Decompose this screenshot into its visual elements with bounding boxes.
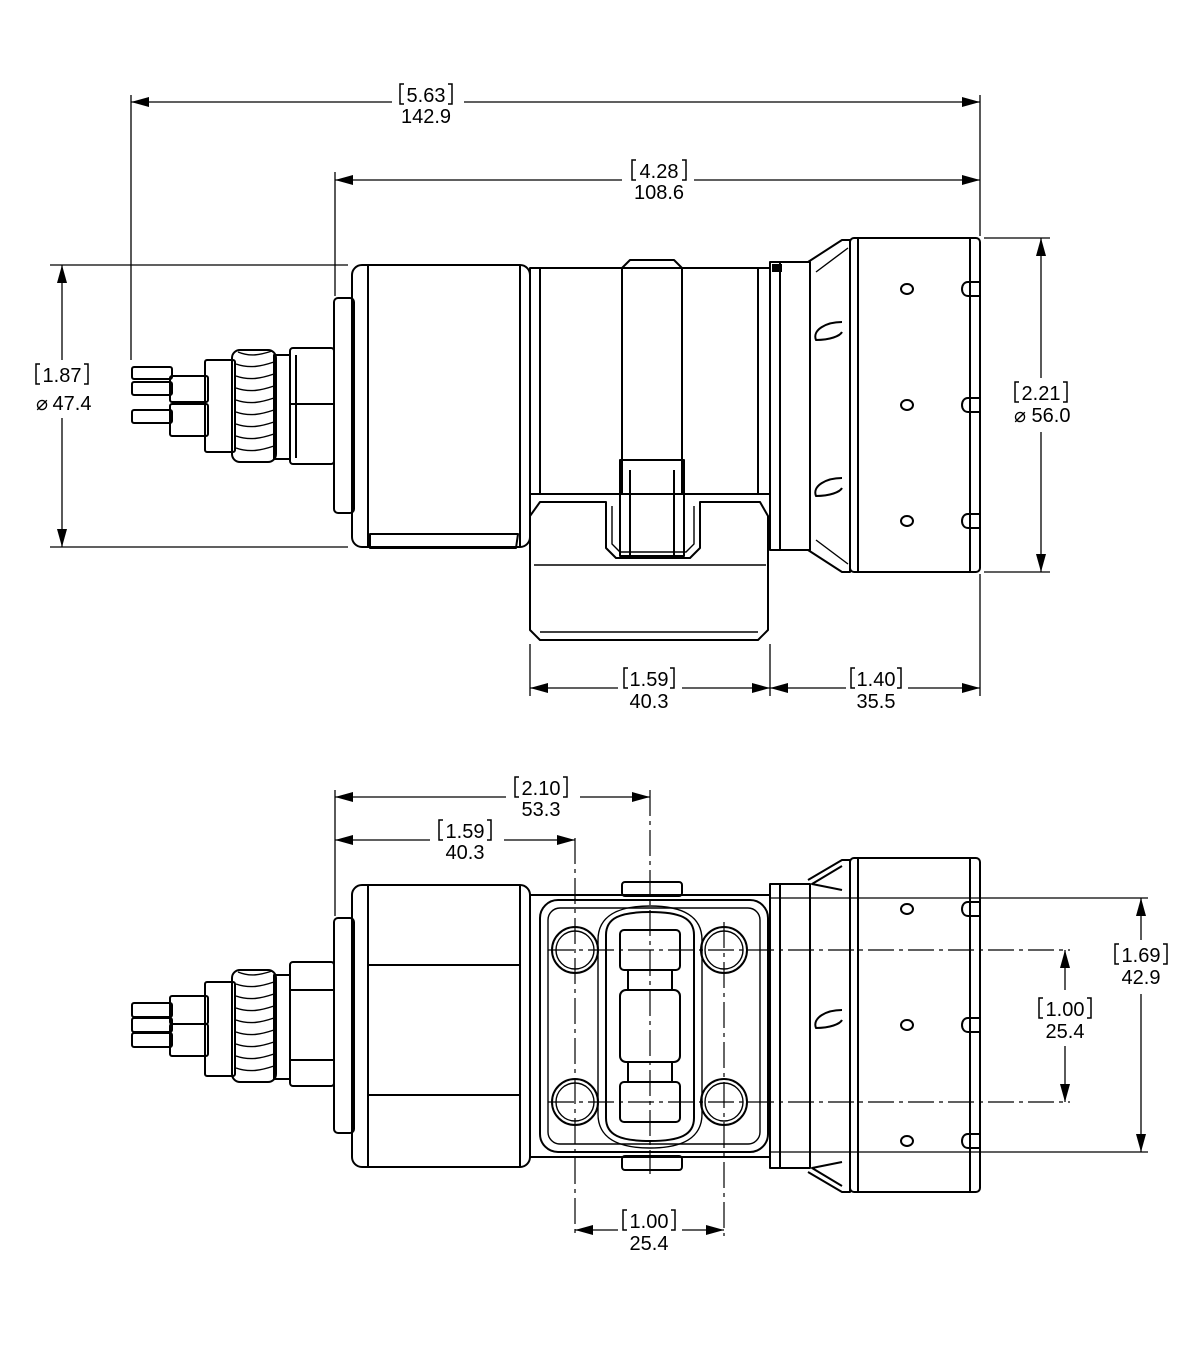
- mounting-block: [529, 501, 769, 641]
- neck: [769, 261, 811, 551]
- center-lines: [548, 790, 1070, 1236]
- dim-body-length-mm: 108.6: [634, 182, 684, 204]
- dim-to-first-hole: 1.59 40.3: [335, 819, 575, 864]
- dim-flat-width-mm: 42.9: [1122, 967, 1161, 989]
- dim-body-diameter-inch: 1.87: [43, 365, 82, 387]
- dim-flange-diameter-inch: 2.21: [1022, 383, 1061, 405]
- dim-body-length-inch: 4.28: [640, 161, 679, 183]
- dim-flange-diameter-mm: 56.0: [1032, 405, 1071, 427]
- motor-body: [351, 264, 531, 549]
- dim-flat-width: 1.69 42.9: [1114, 898, 1168, 1152]
- bottom-extension-lines: [334, 790, 1148, 1153]
- connector-pins: [131, 981, 236, 1077]
- dim-tool-end-length-inch: 1.40: [857, 669, 896, 691]
- connector-pins: [131, 359, 236, 453]
- tool-flange: [807, 859, 851, 1193]
- threaded-connector: [231, 347, 335, 465]
- dim-body-length: 4.28 108.6: [335, 159, 980, 204]
- side-view: 5.63 142.9 4.28 108.6 1.87 ⌀ 47.4: [35, 83, 1070, 713]
- bottom-view: 2.10 53.3 1.59 40.3 1.69 42.9: [131, 776, 1168, 1255]
- dim-to-first-hole-inch: 1.59: [446, 821, 485, 843]
- side-extension-lines: [50, 95, 1050, 696]
- dim-to-hole-center-inch: 2.10: [522, 778, 561, 800]
- dim-overall-length: 5.63 142.9: [131, 83, 980, 128]
- tool-end: [849, 237, 981, 573]
- dim-flange-diameter: 2.21 ⌀ 56.0: [1014, 238, 1070, 572]
- dim-overall-length-inch: 5.63: [407, 85, 446, 107]
- tool-flange: [807, 239, 851, 573]
- dim-mount-width-mm: 40.3: [630, 691, 669, 713]
- dim-flat-width-inch: 1.69: [1122, 945, 1161, 967]
- dim-hole-spacing-horizontal: 1.00 25.4: [575, 1209, 724, 1255]
- dim-tool-end-length-mm: 35.5: [857, 691, 896, 713]
- rear-plate: [333, 297, 355, 514]
- main-housing: [529, 259, 771, 557]
- motor-body: [351, 884, 531, 1168]
- dim-hole-spacing-vertical-inch: 1.00: [1046, 999, 1085, 1021]
- dim-to-hole-center-mm: 53.3: [522, 799, 561, 821]
- dim-mount-width: 1.59 40.3: [530, 667, 770, 713]
- dim-to-hole-center: 2.10 53.3: [335, 776, 650, 821]
- diameter-symbol: ⌀: [36, 393, 48, 415]
- diameter-symbol: ⌀: [1014, 405, 1026, 427]
- dim-hole-spacing-vertical-mm: 25.4: [1046, 1021, 1085, 1043]
- dim-hole-spacing-horizontal-inch: 1.00: [630, 1211, 669, 1233]
- dim-body-diameter-mm: 47.4: [53, 393, 92, 415]
- rear-plate: [333, 917, 355, 1134]
- threaded-connector: [231, 961, 335, 1087]
- dim-to-first-hole-mm: 40.3: [446, 842, 485, 864]
- dim-overall-length-mm: 142.9: [401, 106, 451, 128]
- tool-end: [849, 857, 981, 1193]
- dim-tool-end-length: 1.40 35.5: [770, 667, 980, 713]
- dim-mount-width-inch: 1.59: [630, 669, 669, 691]
- dim-hole-spacing-horizontal-mm: 25.4: [630, 1233, 669, 1255]
- dim-hole-spacing-vertical: 1.00 25.4: [1038, 950, 1092, 1102]
- dim-body-diameter: 1.87 ⌀ 47.4: [35, 265, 92, 547]
- neck: [769, 883, 811, 1169]
